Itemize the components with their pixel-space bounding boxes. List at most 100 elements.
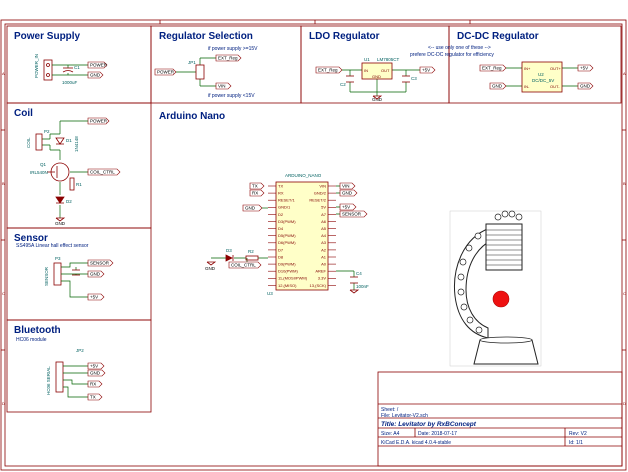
coil-connector-ref: P2 [44, 129, 50, 134]
dcdc-regulator-box [448, 25, 622, 104]
svg-text:B: B [2, 181, 5, 186]
section-title-dcdc-regulator: DC-DC Regulator [457, 31, 539, 42]
regulator-selection-circuit: if power supply >=15V if power supply <1… [154, 46, 258, 99]
regulator-note-bottom: if power supply <15V [208, 93, 255, 99]
arduino-pin-label: TX [278, 183, 283, 188]
dcdc-part-ref: U2 [538, 72, 544, 77]
dcdc-net-5v: +5V [580, 66, 588, 71]
coil-diode-ref: D1 [66, 138, 72, 143]
ldo-chip [361, 62, 393, 80]
arduino-pin-label: A0 [321, 262, 327, 267]
coil-diode-value: 1N4148 [74, 136, 79, 152]
title-block-date: Date: 2018-07-17 [418, 431, 457, 437]
coil-mosfet-ref: Q1 [40, 162, 47, 167]
arduino-pin-label: 12,(MISO) [278, 283, 297, 288]
coil-circuit: POWER P2 COIL D1 1N4148 Q1 IRL540N R1 D2… [26, 117, 121, 226]
arduino-pin-label: D3(PWM) [278, 219, 296, 224]
ldo-net-ext-reg: EXT_Reg [318, 68, 338, 73]
levitator-coil-windings [486, 229, 522, 266]
coil-connector-label: COIL [26, 137, 31, 148]
dcdc-net-gnd-out: GND [580, 84, 591, 89]
svg-text:C: C [623, 291, 626, 296]
arduino-resistor [245, 255, 259, 261]
arduino-pin-label: D6(PWM) [278, 240, 296, 245]
title-block-size: Size: A4 [381, 431, 400, 437]
arduino-pin-label: GND/2 [314, 191, 327, 196]
coil-led-ref: D2 [66, 199, 72, 204]
arduino-pin-label: D9(PWM) [278, 262, 296, 267]
arduino-part-name: ARDUINO_NANO [285, 173, 322, 178]
arduino-cap-ref: C4 [356, 271, 362, 276]
bluetooth-subtitle: HC06 module [16, 337, 47, 343]
title-block-id: Id: 1/1 [569, 440, 583, 446]
section-title-power-supply: Power Supply [14, 31, 81, 42]
svg-text:A: A [2, 71, 5, 76]
dcdc-pin-out-pos: OUT+ [550, 66, 561, 71]
sensor-circuit: SS495A Linear hall effect sensor P3 SENS… [16, 243, 114, 301]
sensor-connector-ref: P3 [55, 256, 61, 261]
arduino-led-ref: D3 [226, 248, 232, 253]
dcdc-net-ext-reg: EXT_Reg [482, 66, 502, 71]
ldo-cap-out: C3 [411, 76, 417, 81]
arduino-pin-label: AREF [315, 269, 326, 274]
arduino-net-5v: +5V [342, 205, 350, 210]
ldo-pin-out: OUT [381, 68, 390, 73]
svg-text:B: B [623, 181, 626, 186]
dcdc-note-line2: prefere DC-DC regulator for efficiency [410, 52, 494, 58]
jumper-label: JP1 [188, 60, 196, 65]
sensor-net-5v: +5V [90, 295, 98, 300]
levitator-magnet-ball [492, 290, 510, 308]
ldo-part-ref: U1 [364, 57, 370, 62]
bluetooth-circuit: HC06 module JP2 HC06 SERIAL +5V GND RX T… [16, 337, 106, 401]
border-ticks: A B C D A B C D [1, 20, 626, 406]
ldo-pin-gnd: GND [372, 74, 381, 79]
coil-resistor-ref: R1 [76, 182, 82, 187]
arduino-circuit: ARDUINO_NANO U3 TXRXRESET/1GND/1D2D3(PWM… [205, 173, 369, 296]
net-power: POWER [90, 63, 108, 68]
arduino-pin-label: 13,(SCK) [310, 283, 327, 288]
arduino-net-vin: VIN [342, 184, 350, 189]
title-block-title: Title: Levitator by RxBConcept [381, 421, 477, 428]
power-supply-circuit: POWER_IN C1 1000uF POWER GND [34, 54, 108, 85]
coil-resistor [69, 177, 75, 191]
arduino-pin-label: A6 [321, 219, 327, 224]
dcdc-pin-in-neg: IN- [524, 84, 530, 89]
regulator-note-top: if power supply >=15V [208, 46, 258, 52]
arduino-pin-label: D5(PWM) [278, 233, 296, 238]
arduino-pin-label: 11,(MOSI/PWM) [278, 276, 308, 281]
coil-net-coil-ctrl: COIL_CTRL [90, 170, 115, 175]
dcdc-note-line1: <-- use only one of these --> [428, 45, 491, 51]
sensor-subtitle: SS495A Linear hall effect sensor [16, 243, 89, 249]
title-block-file: File: Levitator-V2.sch [381, 413, 428, 419]
reg-net-vin: VIN [218, 84, 226, 89]
ldo-circuit: EXT_Reg IN OUT GND U1 LM7805CT C2 C3 +5V… [315, 57, 436, 102]
arduino-pin-label: D7 [278, 247, 284, 252]
net-gnd: GND [90, 73, 101, 78]
arduino-net-tx: TX [252, 184, 258, 189]
arduino-chip [275, 181, 329, 291]
arduino-pin-label: A4 [321, 233, 327, 238]
sheet-outer-frame [0, 19, 627, 471]
ldo-net-5v: +5V [422, 68, 430, 73]
coil-net-gnd: GND [55, 221, 66, 226]
arduino-pin-label: A3 [321, 240, 327, 245]
dcdc-circuit: <-- use only one of these --> prefere DC… [410, 45, 594, 93]
arduino-net-coil-ctrl: COIL_CTRL [231, 263, 256, 268]
arduino-pin-label: D4 [278, 226, 284, 231]
sheet-inner-frame [4, 23, 623, 467]
power-cap-value: 1000uF [62, 80, 78, 85]
svg-text:A: A [623, 71, 626, 76]
arduino-cap-value: 100nF [356, 284, 369, 289]
coil-net-power: POWER [90, 119, 108, 124]
ldo-part-value: LM7805CT [377, 57, 400, 62]
title-block-sheet: Sheet: / [381, 407, 399, 413]
sensor-net-gnd: GND [90, 272, 101, 277]
section-title-ldo-regulator: LDO Regulator [309, 31, 380, 42]
svg-text:D: D [2, 401, 5, 406]
bluetooth-net-rx: RX [90, 382, 96, 387]
arduino-net-gnd-right: GND [342, 191, 353, 196]
arduino-right-pins: VINGND/2RESET/25VA7A6A5A4A3A2A1A0AREF3.3… [309, 183, 336, 288]
svg-text:C: C [2, 291, 5, 296]
arduino-pin-label: A1 [321, 254, 327, 259]
sensor-connector-label: SENSOR [44, 266, 49, 286]
